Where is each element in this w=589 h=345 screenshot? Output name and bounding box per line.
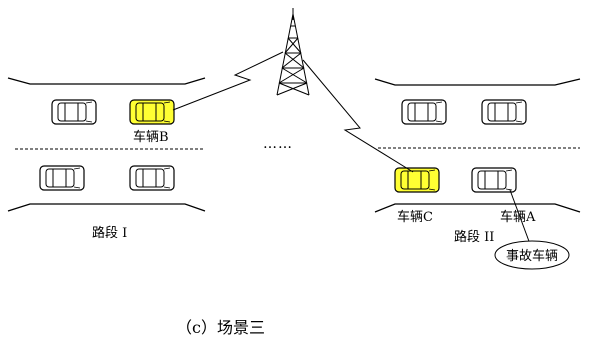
right-road-top-edge (374, 78, 581, 86)
left-road-bottom-edge (7, 203, 206, 212)
tower-icon (276, 8, 310, 96)
accident-vehicle-label: 事故车辆 (506, 248, 558, 264)
segment-1-label: 路段 I (92, 225, 127, 241)
vehicle-c-label: 车辆C (397, 209, 433, 225)
car-left-bottom-2 (129, 165, 175, 191)
vehicle-b-label: 车辆B (133, 129, 169, 145)
ellipsis-dots: …… (263, 136, 293, 152)
segment-2-label: 路段 II (454, 229, 494, 245)
road-segment-right (374, 78, 581, 213)
figure-caption: （c）场景三 (176, 318, 265, 337)
car-left-bottom-1 (39, 165, 85, 191)
right-road-bottom-edge (374, 203, 581, 213)
car-right-top-2 (481, 99, 527, 125)
car-vehicle-c (394, 167, 440, 193)
road-segment-left (7, 77, 206, 212)
car-left-top-1 (51, 99, 97, 125)
car-vehicle-a (471, 167, 517, 193)
car-vehicle-b (129, 99, 175, 125)
accident-callout (494, 240, 570, 270)
wireless-link-b (172, 51, 284, 111)
car-right-top-1 (401, 99, 447, 125)
left-road-top-edge (7, 77, 206, 85)
vehicle-a-label: 车辆A (500, 209, 536, 225)
accident-pointer-line (509, 189, 531, 245)
wireless-link-c (302, 59, 414, 173)
